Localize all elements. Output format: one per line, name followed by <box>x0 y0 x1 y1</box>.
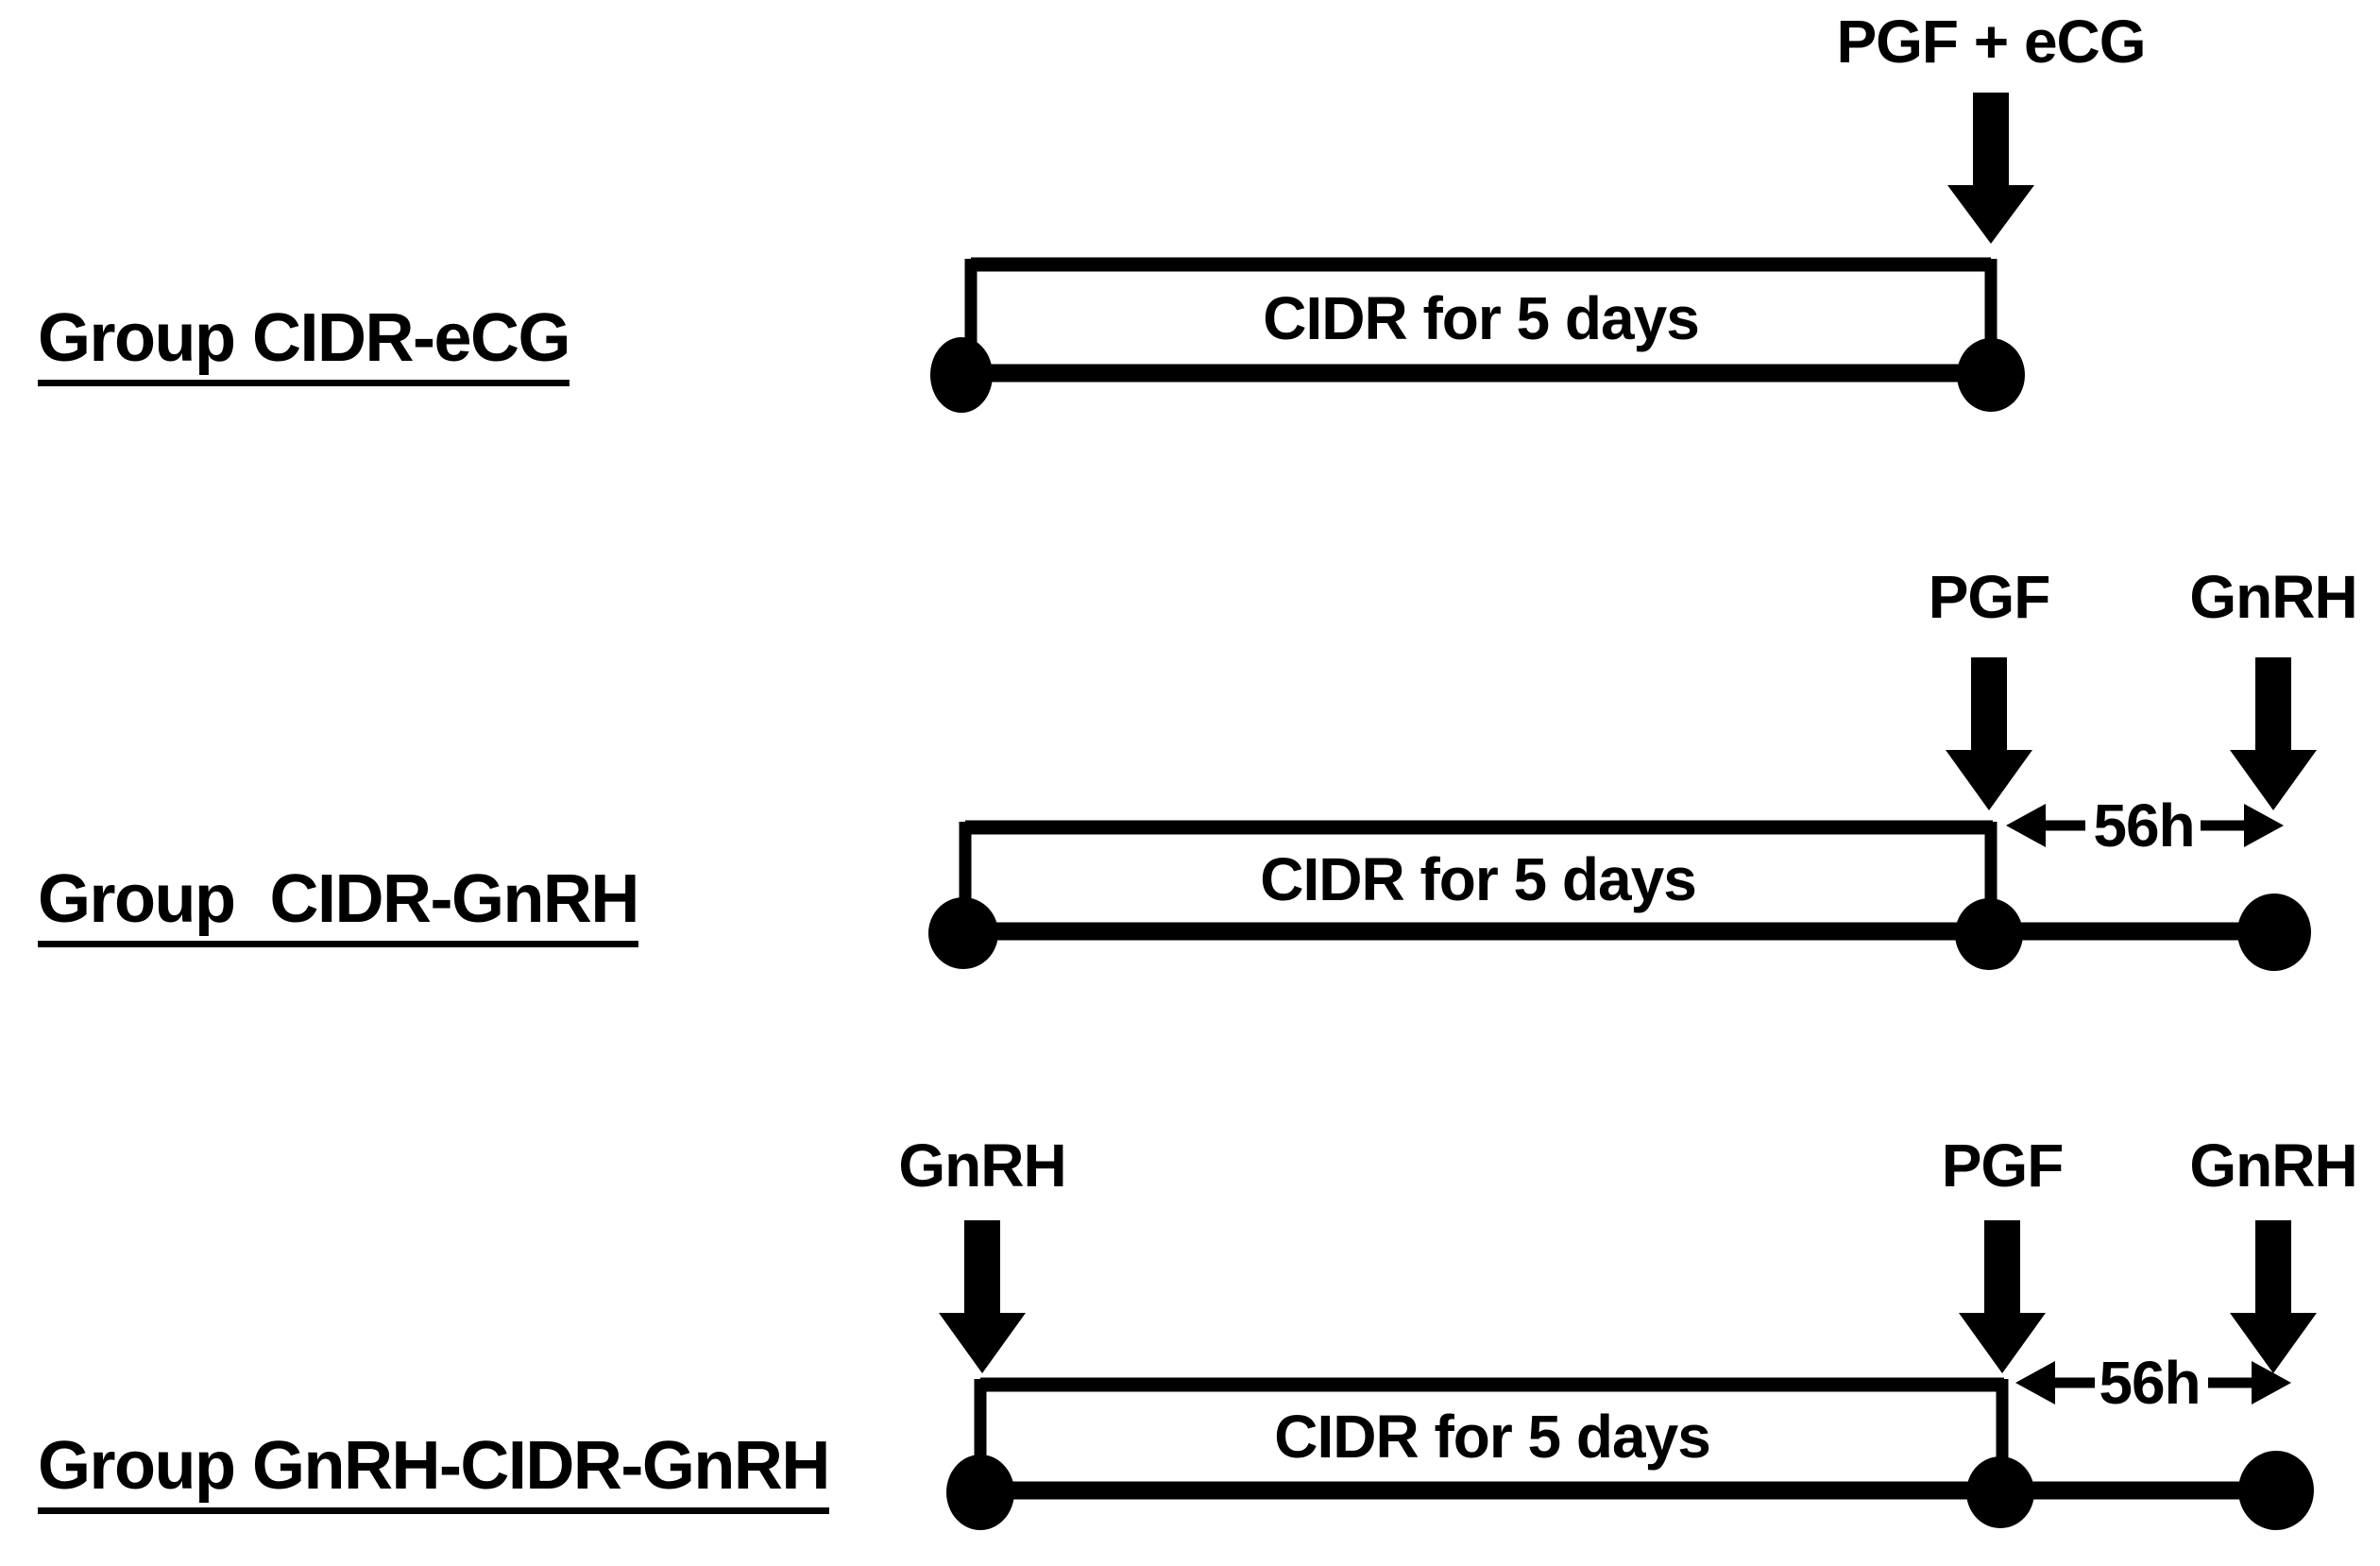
event-label-pgf: PGF <box>1941 1132 2065 1200</box>
group-label-gnrh-cidr-gnrh: Group GnRH-CIDR-GnRH <box>38 1432 830 1514</box>
interval-right-arrow-icon <box>2252 1361 2291 1404</box>
timeline-mid-dot <box>1966 1456 2034 1528</box>
injection-arrow-icon <box>1946 657 2032 810</box>
group-label-cidr-gnrh: Group CIDR-GnRH <box>38 865 639 947</box>
interval-left-arrow-icon <box>2015 1361 2055 1404</box>
timeline-gnrh-cidr-gnrh <box>939 1220 2317 1530</box>
timeline-end-dot <box>2237 894 2311 971</box>
interval-label-56h: 56h <box>2099 1349 2201 1417</box>
injection-arrow-icon <box>2230 657 2317 810</box>
timeline-end-dot <box>2238 1451 2314 1530</box>
timeline-start-dot <box>928 897 998 969</box>
injection-arrow-icon <box>939 1220 1026 1373</box>
event-label-gnrh: GnRH <box>2189 1132 2357 1200</box>
interval-right-arrow-icon <box>2244 804 2284 847</box>
injection-arrow-icon <box>1947 93 2034 244</box>
interval-left-arrow-icon <box>2006 804 2046 847</box>
timeline-start-dot <box>946 1455 1014 1530</box>
cidr-box-label: CIDR for 5 days <box>1263 284 1700 352</box>
timeline-cidr-ecg <box>930 93 2034 413</box>
timeline-start-dot <box>930 337 993 413</box>
timeline-end-dot <box>1957 338 2025 412</box>
interval-label-56h: 56h <box>2093 792 2195 860</box>
timeline-mid-dot <box>1955 898 2023 970</box>
event-label-pgf: PGF <box>1928 563 2051 631</box>
cidr-box-label: CIDR for 5 days <box>1274 1403 1711 1471</box>
event-label-gnrh-start: GnRH <box>898 1132 1066 1200</box>
event-label-gnrh: GnRH <box>2189 563 2357 631</box>
timeline-cidr-gnrh <box>928 657 2317 971</box>
injection-arrow-icon <box>2230 1220 2317 1373</box>
cidr-box-label: CIDR for 5 days <box>1260 845 1697 913</box>
injection-arrow-icon <box>1959 1220 2046 1373</box>
event-label-pgf-ecg: PGF + eCG <box>1836 8 2146 76</box>
group-label-cidr-ecg: Group CIDR-eCG <box>38 304 570 386</box>
